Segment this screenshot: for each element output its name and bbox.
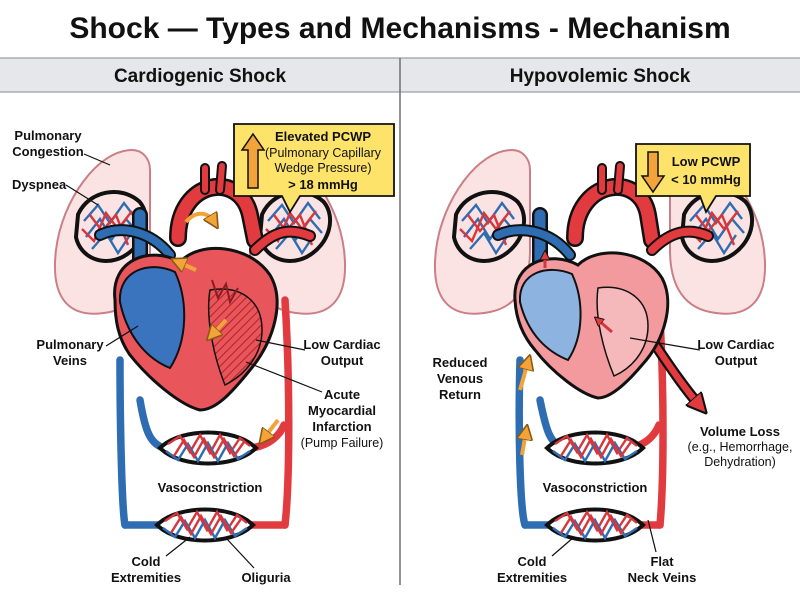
callout-right-line1: Low PCWP xyxy=(672,154,741,169)
left-panel-heading: Cardiogenic Shock xyxy=(114,66,287,87)
label-low-cardiac-output-left-1: Low Cardiac xyxy=(303,337,380,352)
label-low-cardiac-output-right-1: Low Cardiac xyxy=(697,337,774,352)
up-arrow-icon xyxy=(240,132,266,189)
label-low-cardiac-output-left-2: Output xyxy=(321,353,364,368)
label-reduced-venous-return-3: Return xyxy=(439,387,481,402)
label-volume-loss-1: Volume Loss xyxy=(700,424,780,439)
low-pcwp-callout: Low PCWP < 10 mmHg xyxy=(635,143,751,215)
label-pulmonary-veins-1: Pulmonary xyxy=(36,337,104,352)
label-low-cardiac-output-right-2: Output xyxy=(715,353,758,368)
page-title: Shock — Types and Mechanisms - Mechanism xyxy=(69,12,730,45)
label-flat-neck-veins-1: Flat xyxy=(650,554,674,569)
callout-left-line3: Wedge Pressure) xyxy=(274,161,371,175)
label-volume-loss-3: Dehydration) xyxy=(704,455,776,469)
label-ami-1: Acute xyxy=(324,387,360,402)
label-oliguria: Oliguria xyxy=(241,570,291,585)
label-cold-extremities-left-1: Cold xyxy=(132,554,161,569)
callout-right-line2: < 10 mmHg xyxy=(671,172,741,187)
hypovolemic-illustration xyxy=(434,148,766,539)
label-pulmonary-congestion-2: Congestion xyxy=(12,144,84,159)
label-reduced-venous-return-2: Venous xyxy=(437,371,483,386)
label-dyspnea: Dyspnea xyxy=(12,177,67,192)
label-ami-3: Infarction xyxy=(312,419,371,434)
label-ami-4: (Pump Failure) xyxy=(301,436,384,450)
label-cold-extremities-right-2: Extremities xyxy=(497,570,567,585)
label-flat-neck-veins-2: Neck Veins xyxy=(628,570,697,585)
label-ami-2: Myocardial xyxy=(308,403,376,418)
label-pulmonary-veins-2: Veins xyxy=(53,353,87,368)
label-cold-extremities-right-1: Cold xyxy=(518,554,547,569)
label-pulmonary-congestion-1: Pulmonary xyxy=(14,128,82,143)
cardiogenic-illustration xyxy=(54,148,346,539)
callout-left-line1: Elevated PCWP xyxy=(275,129,371,144)
callout-left-line2: (Pulmonary Capillary xyxy=(265,146,382,160)
label-volume-loss-2: (e.g., Hemorrhage, xyxy=(688,440,793,454)
down-arrow-icon xyxy=(640,151,666,194)
label-vasoconstriction-right: Vasoconstriction xyxy=(543,480,648,495)
callout-left-line4: > 18 mmHg xyxy=(288,177,358,192)
right-panel-heading: Hypovolemic Shock xyxy=(510,66,691,87)
label-vasoconstriction-left: Vasoconstriction xyxy=(158,480,263,495)
label-cold-extremities-left-2: Extremities xyxy=(111,570,181,585)
elevated-pcwp-callout: Elevated PCWP (Pulmonary Capillary Wedge… xyxy=(233,123,395,214)
label-reduced-venous-return-1: Reduced xyxy=(433,355,488,370)
